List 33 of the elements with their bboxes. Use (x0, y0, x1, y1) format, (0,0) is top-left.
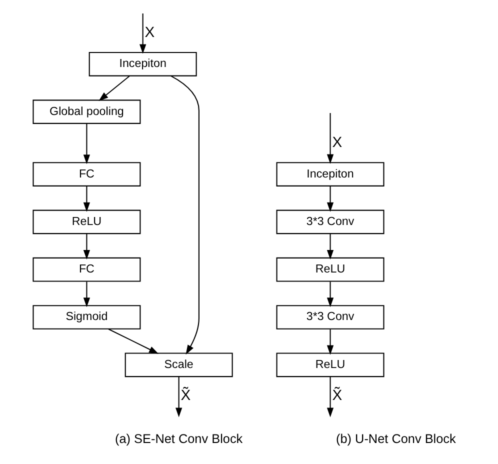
arrow (326, 377, 334, 418)
arrow (83, 234, 90, 260)
node-box: ReLU (276, 257, 384, 282)
node-box: FC (32, 257, 141, 282)
arrow (170, 75, 200, 355)
node-box: 3*3 Conv (276, 305, 384, 330)
node-box: Incepiton (276, 162, 384, 186)
arrow (326, 329, 334, 355)
edge-label: X̃ (180, 388, 191, 404)
arrow (326, 113, 334, 164)
arrow (326, 234, 334, 260)
node-box: FC (32, 162, 141, 186)
label: (a) SE-Net Conv Block (115, 432, 243, 446)
arrow (176, 377, 182, 418)
node-box: Sigmoid (32, 305, 141, 330)
edge-label: X (144, 24, 155, 41)
arrow (140, 13, 146, 54)
arrow (83, 282, 90, 308)
node-box: Scale (124, 352, 233, 378)
label: (b) U-Net Conv Block (336, 432, 456, 446)
arrow (326, 282, 334, 308)
arrow (83, 186, 90, 212)
arrow (108, 328, 159, 354)
node-box: Global pooling (32, 100, 141, 124)
node-box: Incepiton (88, 52, 197, 76)
arrow (326, 186, 334, 212)
node-box: ReLU (32, 210, 141, 234)
node-box: 3*3 Conv (276, 210, 384, 234)
edge-label: X (332, 134, 342, 151)
arrow (98, 76, 130, 102)
node-box: ReLU (276, 352, 384, 378)
arrow (83, 124, 90, 164)
edge-label: X̃ (332, 388, 342, 404)
